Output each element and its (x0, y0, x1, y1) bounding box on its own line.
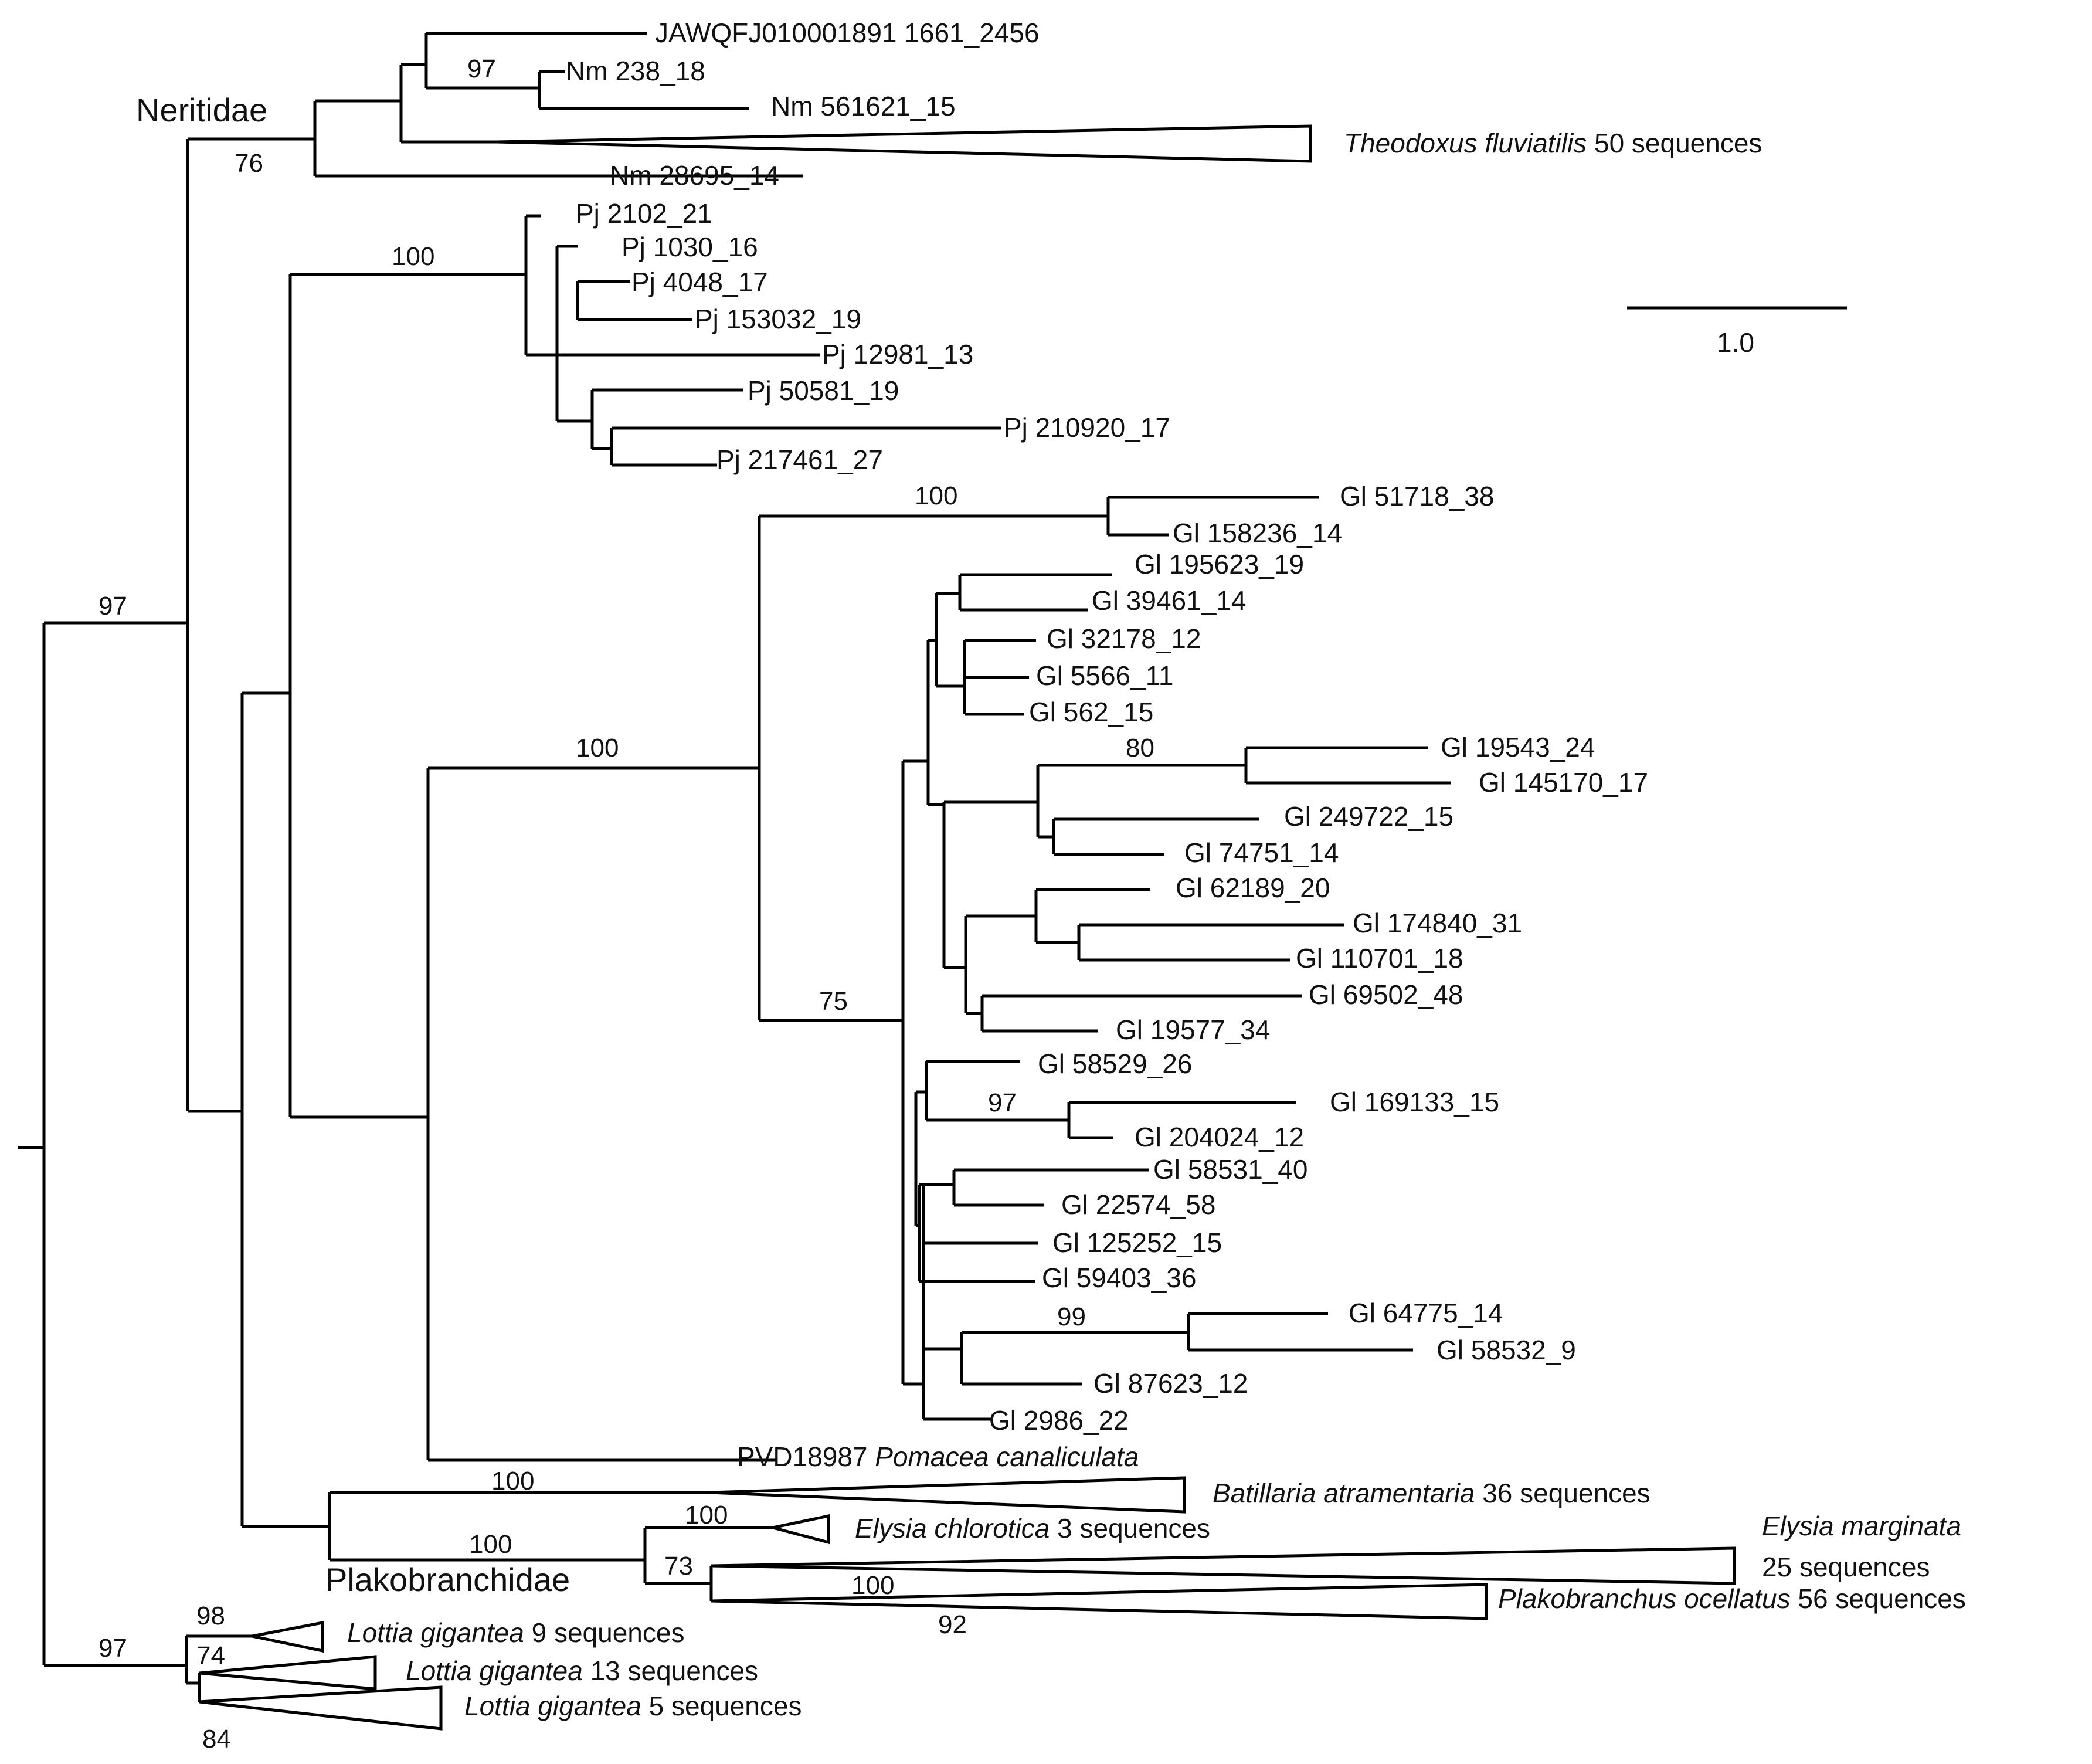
clade-label-neritidae: Neritidae (136, 91, 267, 128)
bootstrap-value: 80 (1126, 734, 1154, 762)
leaf-label-batillaria: Batillaria atramentaria 36 sequences (1213, 1478, 1650, 1508)
bootstrap-value: 98 (196, 1602, 225, 1630)
leaf-label: Gl 59403_36 (1042, 1263, 1196, 1293)
bootstrap-value: 100 (851, 1571, 894, 1600)
clade-labels: Neritidae Plakobranchidae (136, 91, 570, 1598)
leaf-label: Pj 50581_19 (748, 375, 899, 406)
leaf-label: Gl 562_15 (1029, 697, 1153, 727)
bootstrap-value: 100 (491, 1467, 534, 1495)
leaf-label: Pj 210920_17 (1004, 412, 1170, 443)
leaf-label: Gl 249722_15 (1284, 801, 1453, 832)
leaf-label-elysia-marginata: Elysia marginata (1762, 1511, 1961, 1541)
leaf-label: Pj 217461_27 (716, 445, 883, 475)
leaf-label: Gl 51718_38 (1340, 481, 1494, 511)
leaf-label: Gl 58529_26 (1038, 1049, 1192, 1079)
leaf-labels: JAWQFJ010001891 1661_2456 Nm 238_18 Nm 5… (347, 18, 1966, 1721)
leaf-label-lottia: Lottia gigantea 13 sequences (406, 1656, 758, 1686)
leaf-label: Gl 19543_24 (1441, 732, 1595, 762)
bootstrap-value: 73 (664, 1552, 693, 1580)
leaf-label-pomacea: PVD18987 Pomacea canaliculata (737, 1441, 1139, 1472)
bootstrap-values: 97 76 100 97 100 100 80 75 97 99 100 100… (99, 55, 1154, 1753)
leaf-label-plakobranchus: Plakobranchus ocellatus 56 sequences (1498, 1583, 1966, 1614)
leaf-label: Gl 125252_15 (1052, 1227, 1222, 1258)
bootstrap-value: 74 (196, 1641, 225, 1670)
leaf-label: Gl 110701_18 (1296, 943, 1463, 973)
leaf-label: Gl 87623_12 (1093, 1368, 1248, 1399)
bootstrap-value: 84 (202, 1725, 231, 1753)
bootstrap-value: 100 (915, 481, 957, 510)
bootstrap-value: 99 (1057, 1302, 1086, 1331)
leaf-label: Gl 58531_40 (1153, 1154, 1308, 1185)
leaf-label: Gl 174840_31 (1353, 908, 1522, 938)
leaf-label: Gl 39461_14 (1092, 585, 1246, 616)
leaf-label: Gl 64775_14 (1349, 1298, 1503, 1328)
bootstrap-value: 100 (685, 1501, 728, 1529)
bootstrap-value: 97 (99, 592, 127, 620)
leaf-label: Nm 561621_15 (771, 91, 956, 121)
leaf-label: Gl 145170_17 (1479, 767, 1648, 798)
bootstrap-value: 100 (392, 242, 434, 271)
leaf-label: Gl 2986_22 (989, 1405, 1129, 1436)
leaf-label-lottia: Lottia gigantea 9 sequences (347, 1617, 684, 1648)
bootstrap-value: 97 (467, 55, 496, 83)
tree-branches (18, 32, 1847, 1731)
leaf-label: Gl 32178_12 (1047, 623, 1201, 654)
leaf-label-elysia-marginata-count: 25 sequences (1762, 1552, 1930, 1582)
leaf-label: Gl 22574_58 (1061, 1189, 1215, 1220)
bootstrap-value: 97 (99, 1634, 127, 1663)
bootstrap-value: 100 (469, 1530, 512, 1559)
bootstrap-value: 76 (235, 149, 263, 178)
leaf-label: Pj 4048_17 (631, 267, 768, 297)
leaf-label: Gl 158236_14 (1173, 518, 1342, 548)
leaf-label: Gl 5566_11 (1036, 660, 1173, 691)
leaf-label: Gl 204024_12 (1135, 1122, 1304, 1152)
bootstrap-value: 75 (819, 987, 848, 1016)
bootstrap-value: 97 (988, 1088, 1017, 1117)
leaf-label: Nm 28695_14 (610, 160, 779, 191)
bootstrap-value: 92 (938, 1610, 967, 1639)
scale-bar-label: 1.0 (1717, 327, 1754, 358)
leaf-label-elysia-chlorotica: Elysia chlorotica 3 sequences (855, 1513, 1210, 1544)
leaf-label: Gl 195623_19 (1135, 549, 1304, 579)
leaf-label: Gl 74751_14 (1184, 837, 1339, 868)
leaf-label: Gl 169133_15 (1330, 1087, 1499, 1117)
clade-label-plakobranchidae: Plakobranchidae (325, 1561, 570, 1598)
bootstrap-value: 100 (576, 734, 619, 762)
leaf-label: Gl 69502_48 (1309, 979, 1463, 1010)
leaf-label: Pj 153032_19 (695, 304, 861, 334)
leaf-label: Gl 19577_34 (1116, 1015, 1270, 1045)
leaf-label-lottia: Lottia gigantea 5 sequences (464, 1691, 802, 1721)
leaf-label: Pj 12981_13 (822, 339, 973, 369)
leaf-label: Pj 2102_21 (576, 198, 712, 229)
leaf-label: JAWQFJ010001891 1661_2456 (655, 18, 1040, 48)
leaf-label: Pj 1030_16 (622, 232, 758, 262)
leaf-label: Gl 62189_20 (1176, 873, 1330, 903)
leaf-label: Nm 238_18 (566, 56, 705, 86)
leaf-label-theodoxus: Theodoxus fluviatilis 50 sequences (1344, 128, 1762, 158)
leaf-label: Gl 58532_9 (1436, 1335, 1576, 1365)
